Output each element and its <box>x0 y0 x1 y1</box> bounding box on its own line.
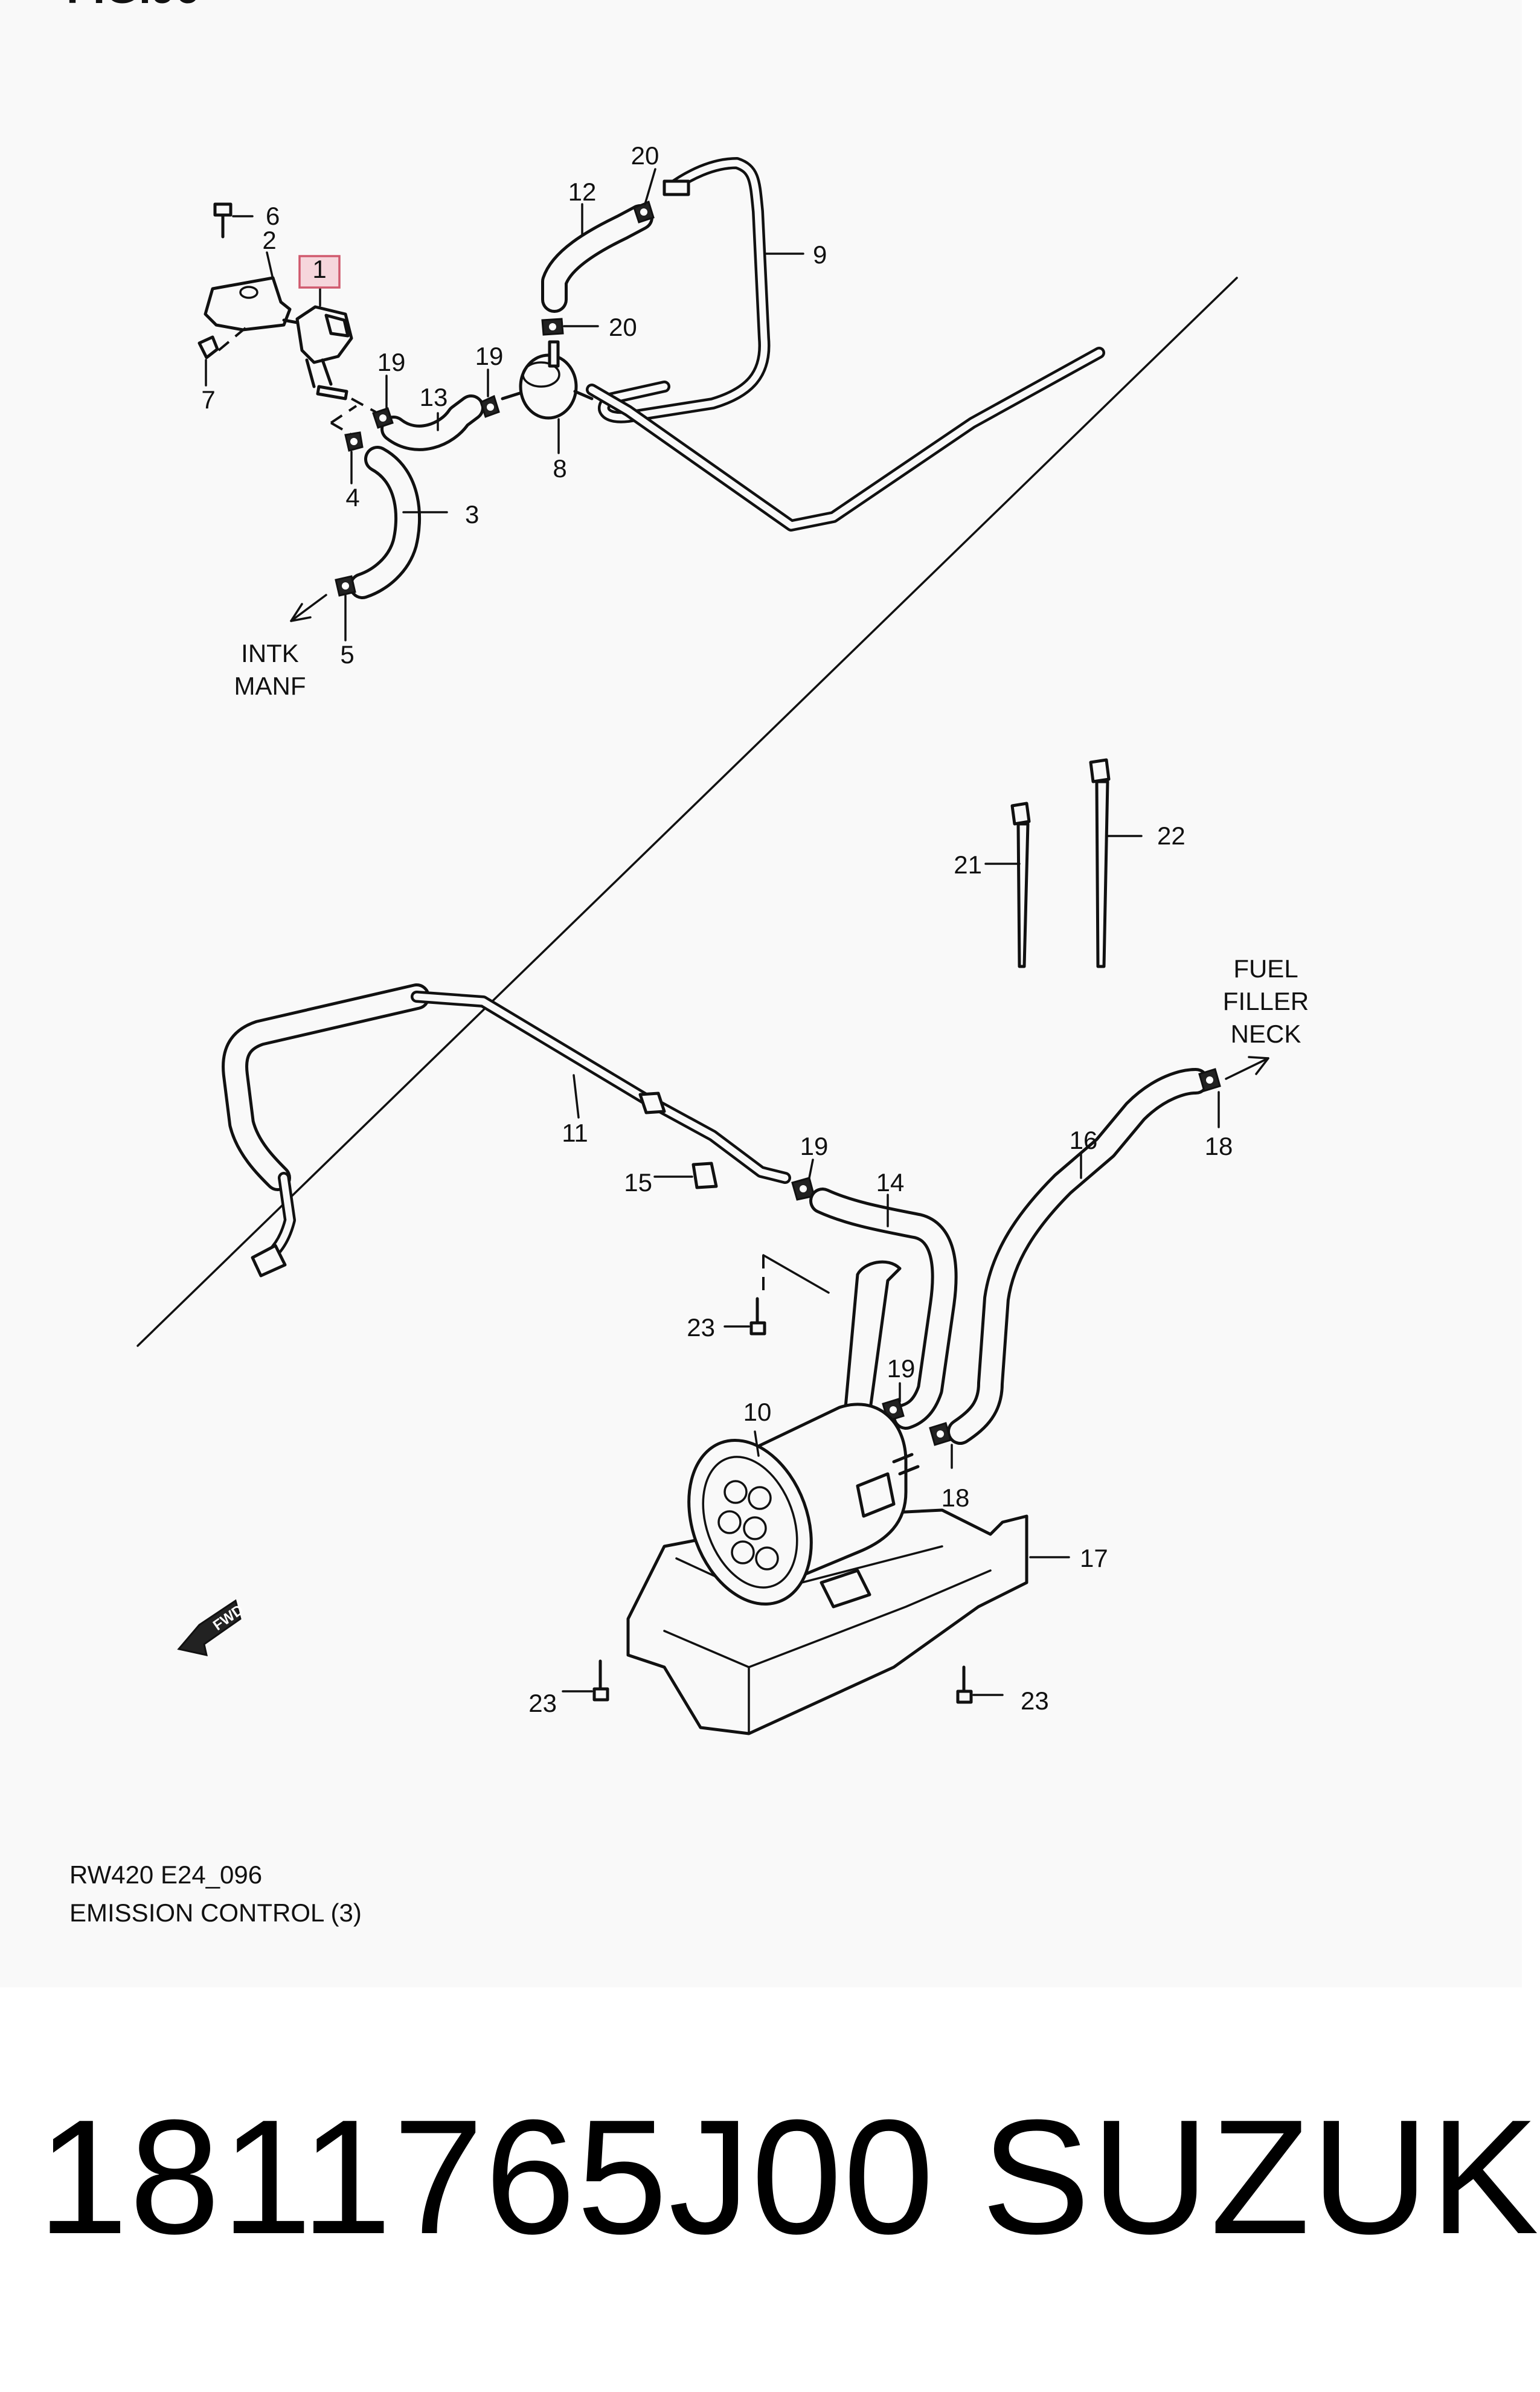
bolt-part-6 <box>213 202 254 239</box>
callout-9: 9 <box>813 240 827 269</box>
clamp-part-20-a <box>633 200 655 223</box>
callout-19-b: 19 <box>475 342 504 370</box>
callout-13: 13 <box>420 383 448 411</box>
callout-10: 10 <box>743 1398 772 1426</box>
clip-part-15 <box>653 1162 718 1189</box>
canister-strap <box>844 1260 902 1415</box>
purge-valve-part-1 <box>282 288 353 400</box>
bolt-part-23-a <box>723 1297 766 1336</box>
bolt-part-23-c <box>956 1665 1004 1704</box>
clamp-part-18-b <box>929 1422 952 1446</box>
callout-4: 4 <box>345 483 359 512</box>
callout-20-b: 20 <box>609 313 637 341</box>
tray-tab <box>820 1569 871 1609</box>
connector-fitting <box>251 1244 287 1278</box>
clamp-part-20-b <box>541 318 564 336</box>
section-divider-line <box>136 277 1238 1347</box>
fuel-filler-note-line1: FUEL <box>1233 954 1298 983</box>
callout-21: 21 <box>954 850 982 879</box>
bracket-part-2 <box>204 276 292 332</box>
intake-manifold-note-line1: INTK <box>241 639 299 667</box>
callout-17: 17 <box>1080 1544 1108 1572</box>
callout-18-a: 18 <box>1205 1132 1233 1160</box>
callout-7: 7 <box>201 385 215 414</box>
forward-direction-icon: FWD <box>177 1599 246 1656</box>
clamp-part-4 <box>344 431 364 452</box>
intake-arrow-icon <box>290 594 327 622</box>
cable-tie-part-21 <box>984 802 1031 968</box>
callout-19-c: 19 <box>800 1132 829 1160</box>
clamp-part-18-a <box>1198 1068 1221 1092</box>
hose-part-9 <box>598 157 771 423</box>
cable-tie-part-22 <box>1089 758 1143 968</box>
callout-22: 22 <box>1157 821 1185 850</box>
tray-edge-1 <box>663 1569 992 1668</box>
callout-23-a: 23 <box>687 1313 715 1342</box>
part-number: 1811765J00 <box>37 2086 935 2268</box>
callout-19-d: 19 <box>887 1354 916 1383</box>
pipe-joint <box>638 1092 666 1114</box>
nut-part-7 <box>197 325 249 387</box>
intake-manifold-note-line2: MANF <box>234 672 306 700</box>
two-way-valve-part-8 <box>501 340 594 420</box>
bolt-part-23-b <box>562 1659 609 1702</box>
clamp-part-19-b <box>480 394 500 418</box>
callout-1: 1 <box>312 255 326 283</box>
figure-title: FIG.96 <box>66 0 199 13</box>
callout-3: 3 <box>465 500 479 529</box>
callout-8: 8 <box>553 454 566 483</box>
filler-neck-arrow-icon <box>1225 1056 1269 1080</box>
callout-23-c: 23 <box>1021 1686 1049 1715</box>
fuel-filler-note-line2: FILLER <box>1223 987 1309 1015</box>
callout-20-a: 20 <box>631 141 659 170</box>
exploded-parts-diagram: FWD 1 2 3 4 5 6 7 8 9 10 11 12 13 14 15 … <box>136 141 1309 1735</box>
callout-14: 14 <box>876 1168 905 1197</box>
clamp-part-5 <box>335 575 356 597</box>
callout-2: 2 <box>262 226 276 254</box>
callout-5: 5 <box>340 640 354 669</box>
callout-18-b: 18 <box>942 1484 970 1512</box>
highlighted-callout-box <box>298 255 341 289</box>
callout-11: 11 <box>562 1119 588 1147</box>
hose-end-9 <box>663 179 690 196</box>
callout-15: 15 <box>624 1168 652 1197</box>
callout-19-a: 19 <box>377 348 406 376</box>
diagram-title: EMISSION CONTROL (3) <box>69 1898 362 1927</box>
callout-16: 16 <box>1070 1126 1098 1154</box>
charcoal-canister-part-10 <box>687 1403 920 1606</box>
fuel-filler-note-line3: NECK <box>1231 1020 1301 1048</box>
callout-23-b: 23 <box>528 1689 557 1717</box>
diagram-code: RW420 E24_096 <box>69 1860 263 1889</box>
brand-name: SUZUKI <box>981 2086 1540 2268</box>
callout-6: 6 <box>266 202 280 230</box>
strap-dash-1 <box>762 1254 830 1294</box>
bracket-hole <box>239 286 258 299</box>
callout-12: 12 <box>568 178 597 206</box>
clamp-part-19-a <box>372 407 394 429</box>
